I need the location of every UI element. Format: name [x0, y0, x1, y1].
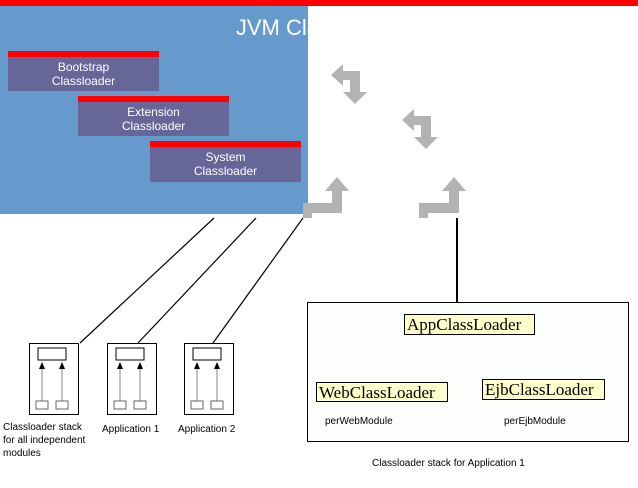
stack-box-modules [29, 343, 79, 415]
system-red-bar [150, 141, 301, 147]
jvm-title: JVM Classholder [235, 15, 403, 40]
system-classloader: System Classloader [150, 141, 301, 182]
system-input-arrow-left [303, 177, 349, 218]
app1-stack-caption: Classloader stack for Application 1 [372, 458, 525, 469]
web-module-scope: perWebModule [325, 416, 393, 427]
caption-app2: Application 2 [178, 423, 235, 436]
web-classloader-label: WebClassLoader [316, 382, 448, 402]
bootstrap-label-line2: Classloader [51, 74, 116, 88]
caption-modules-line3: modules [3, 448, 41, 459]
caption-modules-line1: Classloader stack [3, 422, 82, 433]
extension-system-arrow [402, 109, 438, 149]
system-label-line2: Classloader [193, 164, 258, 178]
caption-app2-line1: Application 2 [178, 424, 236, 435]
caption-modules: Classloader stack for all independent mo… [3, 421, 85, 460]
bootstrap-red-bar [8, 51, 159, 57]
stack-box-app2 [184, 343, 234, 415]
bootstrap-extension-arrow [331, 64, 367, 104]
connector-line-app1 [137, 217, 257, 344]
app-classloader-label: AppClassLoader [404, 314, 535, 335]
jvm-red-bar [0, 0, 638, 6]
ejb-module-scope: perEjbModule [504, 416, 566, 427]
extension-red-bar [78, 96, 229, 102]
jvm-classholder: JVM Classholder Bootstrap Classloader Ex… [0, 0, 638, 214]
ejb-classloader-label: EjbClassLoader [482, 379, 605, 400]
connector-line-app2 [212, 217, 304, 344]
system-input-arrow-right [419, 177, 466, 218]
caption-app1: Application 1 [102, 423, 159, 436]
connector-line-modules [79, 217, 215, 344]
caption-modules-line2: for all independent [3, 435, 86, 446]
extension-classloader: Extension Classloader [78, 96, 229, 136]
extension-label-line2: Classloader [121, 119, 186, 133]
system-label-line1: System [205, 150, 246, 164]
caption-app1-line1: Application 1 [102, 424, 160, 435]
extension-label-line1: Extension [127, 105, 180, 119]
bootstrap-label-line1: Bootstrap [57, 60, 110, 74]
bootstrap-classloader: Bootstrap Classloader [8, 51, 159, 91]
stack-box-app1 [107, 343, 157, 415]
